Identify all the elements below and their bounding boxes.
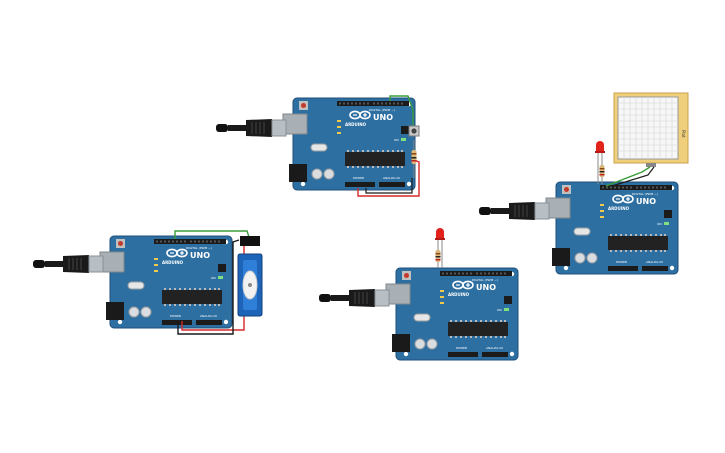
- board-power-label: POWER: [456, 346, 467, 350]
- board-power-label: POWER: [353, 176, 364, 180]
- wire-green: [174, 230, 251, 241]
- pushbutton[interactable]: [408, 125, 420, 137]
- servo-motor[interactable]: [237, 236, 263, 317]
- arduino-board[interactable]: ARDUINO UNO DIGITAL (PWM ~) ON POWER ANA…: [385, 267, 519, 361]
- board-on-label: ON: [394, 138, 399, 142]
- board-digital-label: DIGITAL (PWM ~): [186, 246, 212, 250]
- board-on-label: ON: [657, 222, 662, 226]
- wire-green: [389, 95, 414, 127]
- board-digital-label: DIGITAL (PWM ~): [632, 192, 658, 196]
- board-logo-text: ARDUINO: [608, 206, 630, 211]
- board-power-label: POWER: [616, 260, 627, 264]
- servo-circuit: ARDUINO UNO DIGITAL (PWM ~) ON POWER ANA…: [32, 230, 263, 335]
- resistor: [435, 250, 441, 262]
- usb-cable: [215, 118, 287, 138]
- board-analog-label: ANALOG IN: [200, 314, 217, 318]
- arduino-board[interactable]: ARDUINO UNO DIGITAL (PWM ~) ON POWER ANA…: [282, 97, 416, 191]
- board-analog-label: ANALOG IN: [486, 346, 503, 350]
- arduino-board[interactable]: ARDUINO UNO DIGITAL (PWM ~) ON POWER ANA…: [99, 235, 233, 329]
- board-model-text: UNO: [373, 113, 393, 122]
- wire-black: [365, 178, 413, 194]
- wire-red: [357, 159, 420, 197]
- board-analog-label: ANALOG IN: [646, 260, 663, 264]
- board-model-text: UNO: [476, 283, 496, 292]
- wire-black: [177, 239, 240, 335]
- board-logo-text: ARDUINO: [162, 260, 184, 265]
- board-digital-label: DIGITAL (PWM ~): [472, 278, 498, 282]
- board-analog-label: ANALOG IN: [383, 176, 400, 180]
- led-red[interactable]: [435, 228, 445, 268]
- button-circuit: ARDUINO UNO DIGITAL (PWM ~) ON POWER ANA…: [215, 95, 420, 197]
- led-red[interactable]: [595, 141, 605, 184]
- board-digital-label: DIGITAL (PWM ~): [369, 108, 395, 112]
- board-on-label: ON: [211, 276, 216, 280]
- board-model-text: UNO: [636, 197, 656, 206]
- wire-black: [611, 166, 655, 187]
- resistor: [411, 140, 417, 178]
- wire-green: [605, 166, 651, 187]
- board-logo-text: ARDUINO: [448, 292, 470, 297]
- board-model-text: UNO: [190, 251, 210, 260]
- usb-cable: [32, 254, 104, 274]
- led-plotter-circuit: ARDUINO UNO DIGITAL (PWM ~) ON POWER ANA…: [478, 92, 689, 275]
- plot-label: Plot: [681, 130, 686, 138]
- resistor: [599, 165, 605, 177]
- led-circuit: ARDUINO UNO DIGITAL (PWM ~) ON POWER ANA…: [318, 228, 519, 361]
- usb-cable: [478, 201, 550, 221]
- arduino-board[interactable]: ARDUINO UNO DIGITAL (PWM ~) ON POWER ANA…: [545, 181, 679, 275]
- board-power-label: POWER: [170, 314, 181, 318]
- usb-cable: [318, 288, 390, 308]
- board-logo-text: ARDUINO: [345, 122, 367, 127]
- plot-panel[interactable]: Plot: [613, 92, 689, 167]
- board-on-label: ON: [497, 308, 502, 312]
